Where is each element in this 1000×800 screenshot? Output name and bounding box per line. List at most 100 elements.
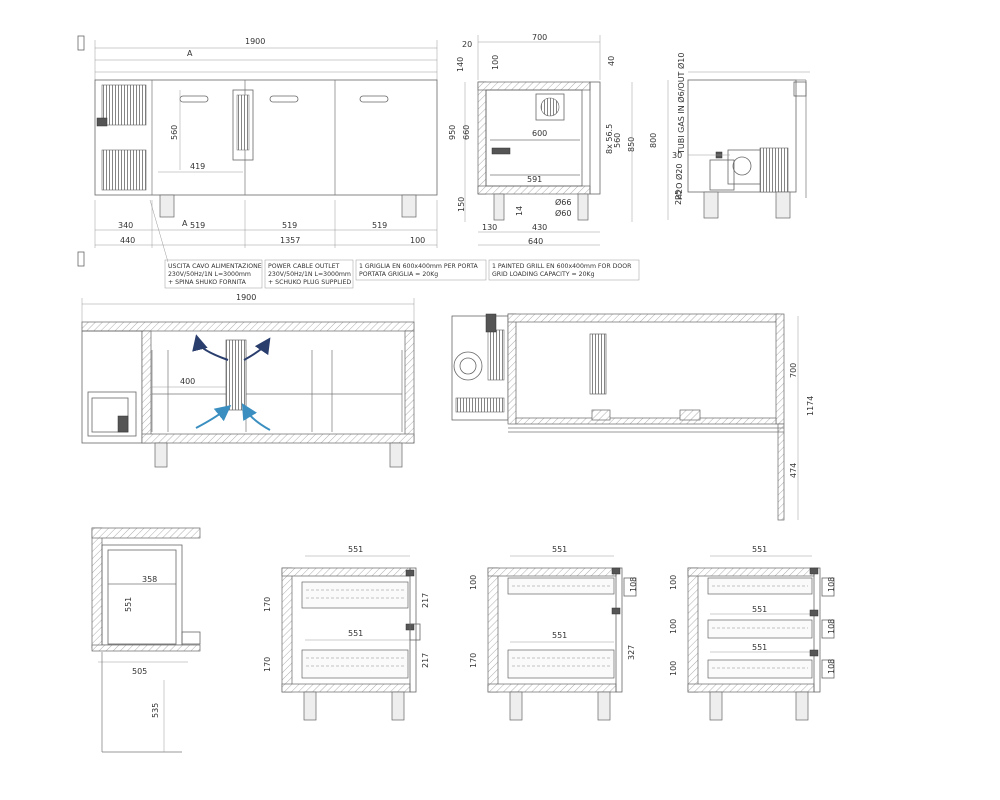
drawer-d3-2	[707, 619, 813, 639]
dim-dm-d327: 327	[627, 645, 636, 660]
dim-top-right: 100	[491, 55, 500, 70]
dim-base-right: 100	[410, 236, 425, 245]
compressor-body	[709, 159, 735, 191]
dim-d3-d108-a: 108	[827, 577, 836, 592]
airflow-out-left	[192, 334, 229, 361]
dim-grid-height: 560	[613, 133, 622, 148]
airflow-in-left	[195, 405, 232, 429]
dim-plan-inner-width: 358	[142, 575, 157, 584]
note-cable-it-1: USCITA CAVO ALIMENTAZIONE	[168, 263, 262, 270]
note-cable-it-3: + SPINA SHUKO FORNITA	[168, 279, 247, 286]
plan-view: 358 551 505 535	[91, 527, 201, 753]
dim-leg-14: 14	[515, 206, 524, 216]
control-panel	[96, 117, 108, 127]
dim-d2-top-551: 551	[348, 545, 363, 554]
dim-d2-h170-bottom: 170	[263, 657, 272, 672]
section-side: 700 1174 474	[451, 313, 815, 521]
dim-door-width-3: 519	[372, 221, 387, 230]
dim-right-top: 40	[607, 56, 616, 66]
note-grill-it-2: PORTATA GRIGLIA = 20Kg	[359, 271, 438, 278]
note-cable-en-1: POWER CABLE OUTLET	[268, 263, 340, 270]
dim-shelf-depth: 600	[532, 129, 547, 138]
drawer-config-2: 551 551 170 170 217 217	[263, 545, 430, 721]
dim-plan-width: 505	[132, 667, 147, 676]
dim-door-width-1: 519	[190, 221, 205, 230]
door-handle-3	[359, 95, 389, 103]
dim-base-depth: 640	[528, 237, 543, 246]
dim-depth: 700	[532, 33, 547, 42]
note-grill-en-2: GRID LOADING CAPACITY = 20Kg	[492, 271, 595, 278]
side-view: 700 20 100 140 40 950 660 150 600 591 8x…	[448, 33, 636, 246]
dim-plan-depth: 535	[151, 703, 160, 718]
condenser-grille	[759, 147, 789, 193]
door-handle-2	[269, 95, 299, 103]
dim-total-width: 1900	[245, 37, 265, 46]
dim-d3-top-551: 551	[752, 545, 767, 554]
dim-dm-h100: 100	[469, 575, 478, 590]
dim-d3-h100-a: 100	[669, 575, 678, 590]
dim-dia-60: Ø60	[555, 208, 571, 218]
dim-top-offset: 20	[462, 40, 472, 49]
dim-step: 8x 56.5	[605, 124, 614, 154]
dim-dia-66: Ø66	[555, 197, 571, 207]
dim-dm-h170: 170	[469, 653, 478, 668]
section-mark-a-top: A	[187, 49, 193, 58]
vent-grille-bottom	[101, 149, 147, 191]
dim-d3-d108-b: 108	[827, 619, 836, 634]
note-grill-it-1: 1 GRIGLIA EN 600x400mm PER PORTA	[359, 263, 479, 270]
note-cable-en-2: 230V/50Hz/1N L=3000mm	[268, 271, 351, 278]
section-mark-a: A	[182, 219, 188, 228]
compressor-side-icon	[453, 351, 483, 381]
airflow-out-right	[243, 337, 271, 361]
drawer-dm-top	[507, 577, 615, 595]
dim-inner-height: 660	[462, 125, 471, 140]
note-cable-en-3: + SCHUKO PLUG SUPPLIED	[268, 279, 351, 286]
dim-d3-d108-c: 108	[827, 659, 836, 674]
dim-plan-inner-depth: 551	[124, 597, 133, 612]
dim-d3-mid-551: 551	[752, 605, 767, 614]
drawer-dm-bottom	[507, 649, 615, 679]
section-front: 1900 400	[81, 293, 415, 468]
fan-icon	[540, 97, 560, 117]
dim-d2-h170-top: 170	[263, 597, 272, 612]
dim-d3-h100-c: 100	[669, 661, 678, 676]
dim-shelf-height: 560	[170, 125, 179, 140]
drawer-d2-top	[301, 581, 409, 609]
label-h2o: H2O Ø20	[674, 164, 684, 200]
compressor-section	[87, 391, 137, 437]
dim-30: 30	[672, 151, 682, 160]
dim-section-width: 1900	[236, 293, 256, 302]
dim-base-left: 440	[120, 236, 135, 245]
front-view: 1900 A A 419 560	[77, 35, 438, 267]
dim-top-height: 140	[456, 57, 465, 72]
front-body	[94, 79, 438, 196]
dim-d2-d217-bottom: 217	[421, 653, 430, 668]
fan-unit	[535, 93, 565, 121]
dim-base-span: 1357	[280, 236, 300, 245]
dim-dm-d108: 108	[629, 577, 638, 592]
dim-foot-span: 430	[532, 223, 547, 232]
dim-dm-top-551: 551	[552, 545, 567, 554]
vent-grille-top	[101, 84, 147, 126]
evaporator-unit	[232, 89, 254, 161]
dim-section-shelf: 400	[180, 377, 195, 386]
dim-bottom: 150	[457, 197, 466, 212]
dim-dm-mid-551: 551	[552, 631, 567, 640]
drawer-d3-3	[707, 659, 813, 679]
dim-225: 225	[674, 190, 683, 205]
dim-section-height: 1174	[806, 396, 815, 416]
dim-section-depth: 700	[789, 363, 798, 378]
label-gas-tubes: TUBI GAS IN Ø6/OUT Ø10	[676, 53, 686, 155]
dim-height-total: 950	[448, 125, 457, 140]
dim-body-height: 850	[627, 137, 636, 152]
door-handle-1	[179, 95, 209, 103]
dim-d2-d217-top: 217	[421, 593, 430, 608]
note-grill-en-1: 1 PAINTED GRILL EN 600x400mm FOR DOOR	[492, 263, 632, 270]
dim-foot-left: 130	[482, 223, 497, 232]
dim-d3-bot-551: 551	[752, 643, 767, 652]
dim-inner-bottom-width: 591	[527, 175, 542, 184]
evaporator-side	[589, 333, 607, 395]
notes-block: USCITA CAVO ALIMENTAZIONE 230V/50Hz/1N L…	[164, 259, 640, 289]
drawer-config-3: 551 551 551 100 100 100 108 108 108	[669, 545, 836, 721]
